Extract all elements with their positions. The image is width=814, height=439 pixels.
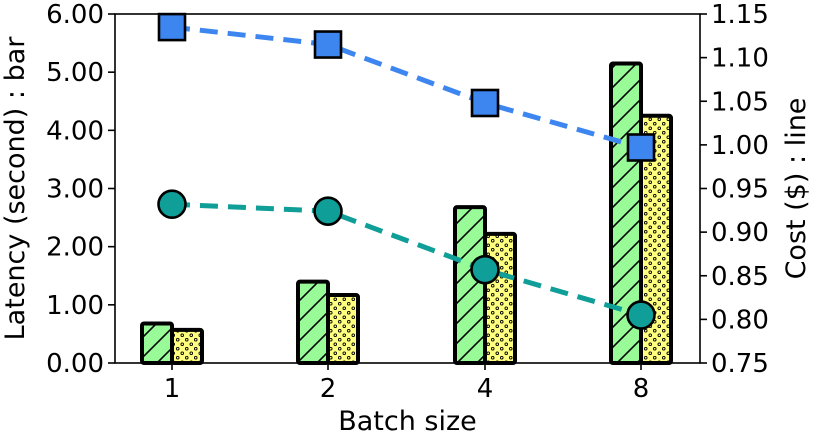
y-right-tick-label-7: 1.10	[711, 44, 769, 74]
bar-hatch-s1-2	[328, 294, 358, 363]
y-right-tick-label-4: 0.95	[711, 175, 769, 205]
x-tick-label-2: 2	[320, 374, 337, 404]
bar-series-layer	[140, 61, 673, 366]
y-left-tick-label-1: 1.00	[46, 291, 104, 321]
y-left-tick-label-5: 5.00	[46, 58, 104, 88]
y-right-tick-label-1: 0.80	[711, 305, 769, 335]
y-right-tick-label-8: 1.15	[711, 0, 769, 30]
line-marker-s1-8	[626, 300, 656, 330]
bar-hatch-s0-4	[455, 207, 485, 363]
bar-hatch-s1-1	[172, 329, 202, 363]
line-marker-s0-2	[313, 30, 343, 59]
y-left-tick-label-2: 2.00	[46, 233, 104, 263]
line-marker-s0-4	[470, 88, 500, 118]
bar-hatch-s1-4	[485, 233, 515, 363]
line-marker-s1-4	[470, 254, 500, 285]
line-marker-s0-8	[626, 133, 656, 162]
line-series-0	[171, 24, 642, 150]
axis-ticks-layer: 1 2 4 8 0.00 1.00 2.00 3.00 4.00 5.00 6.00 0.75 0.80…	[46, 0, 769, 404]
y-left-tick-label-0: 0.00	[46, 349, 104, 379]
y-right-tick-label-5: 1.00	[711, 131, 769, 161]
bar-hatch-s0-2	[298, 281, 328, 363]
line-marker-s0-1	[157, 12, 187, 42]
x-tick-label-1: 1	[164, 374, 181, 404]
x-tick-label-4: 4	[477, 374, 494, 404]
line-marker-s1-1	[157, 189, 187, 220]
y-axis-right-title: Cost ($) : line	[781, 98, 812, 280]
line-series-1	[171, 201, 642, 318]
y-right-tick-label-2: 0.85	[711, 262, 769, 292]
y-left-tick-label-4: 4.00	[46, 116, 104, 146]
y-axis-left-title: Latency (second) : bar	[0, 36, 31, 341]
y-left-tick-label-3: 3.00	[46, 175, 104, 205]
x-axis-title: Batch size	[338, 406, 477, 437]
y-right-tick-label-0: 0.75	[711, 349, 769, 379]
line-marker-s1-2	[313, 196, 343, 226]
line-series-layer	[157, 12, 656, 330]
y-left-tick-label-6: 6.00	[46, 0, 104, 30]
x-tick-label-8: 8	[633, 374, 650, 404]
y-right-tick-label-3: 0.90	[711, 218, 769, 248]
bar-hatch-s0-1	[142, 323, 172, 363]
y-right-tick-label-6: 1.05	[711, 87, 769, 117]
